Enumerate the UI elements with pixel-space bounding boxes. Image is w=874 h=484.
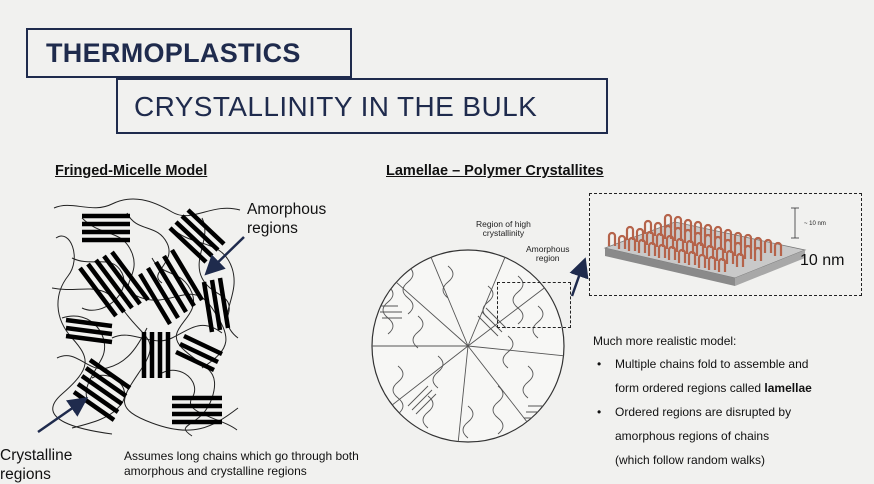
high-crystallinity-label: Region of high crystallinity [476, 219, 531, 238]
fringed-micelle-caption: Assumes long chains which go through bot… [124, 449, 359, 478]
slide-subtitle: CRYSTALLINITY IN THE BULK [134, 91, 538, 122]
zoom-region-box [497, 282, 571, 328]
crystalline-arrow [37, 397, 89, 434]
amorphous-regions-label: Amorphous regions [247, 201, 327, 237]
lamellae-heading: Lamellae – Polymer Crystallites [386, 163, 604, 179]
title-box: THERMOPLASTICS [26, 28, 352, 78]
scale-label: 10 nm [800, 252, 845, 269]
lamellae-bullets: Multiple chains fold to assemble and for… [593, 352, 863, 472]
lamellae-bold: lamellae [764, 381, 812, 395]
model-note: Much more realistic model: [593, 334, 737, 348]
bullet-1: Multiple chains fold to assemble and for… [593, 352, 863, 400]
subtitle-box: CRYSTALLINITY IN THE BULK [116, 78, 608, 134]
crystalline-regions-label: Crystalline regions [0, 447, 73, 483]
amorphous-arrow [204, 236, 245, 276]
bullet-2: Ordered regions are disrupted by amorpho… [593, 400, 863, 472]
scale-small-label: ~ 10 nm [804, 221, 826, 227]
lamella-zoom-box [589, 193, 862, 296]
lamella-diagram [603, 207, 807, 286]
spherulite-diagram [371, 249, 565, 443]
slide-title: THERMOPLASTICS [46, 38, 301, 68]
fringed-micelle-diagram [52, 198, 241, 437]
zoom-arrow [569, 257, 589, 297]
amorphous-region-label: Amorphous region [526, 244, 570, 263]
fringed-micelle-heading: Fringed-Micelle Model [55, 163, 208, 179]
